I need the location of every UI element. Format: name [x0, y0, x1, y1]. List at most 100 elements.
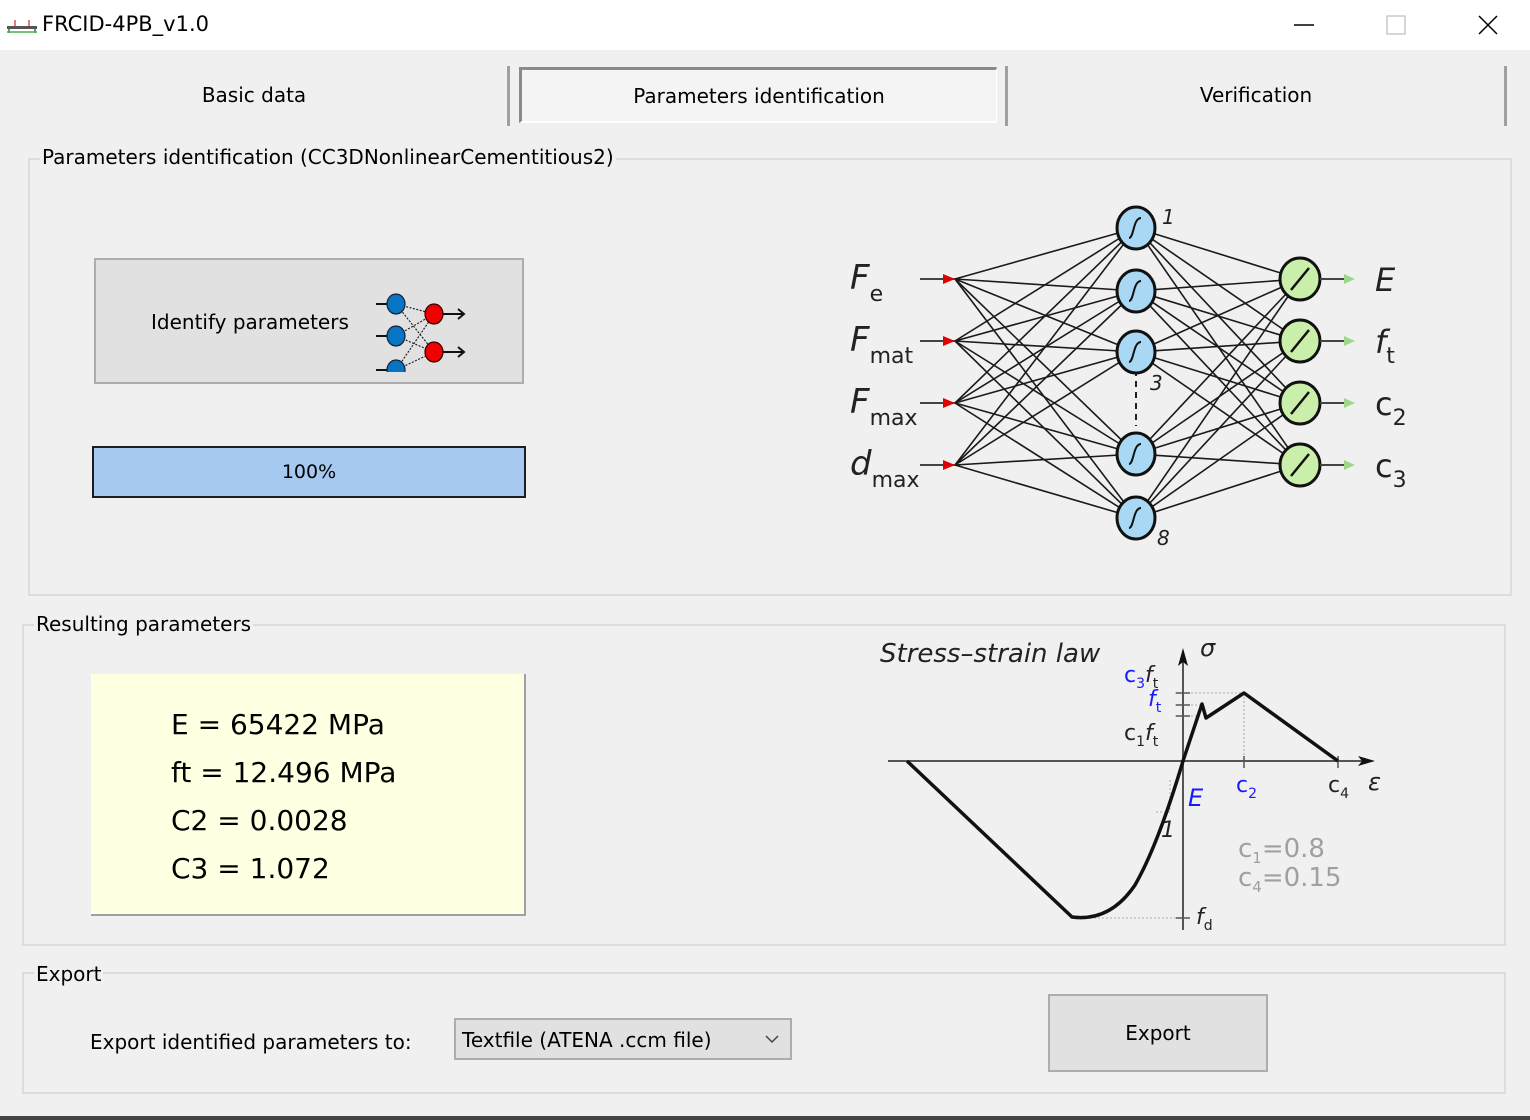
chevron-down-icon: [765, 1035, 779, 1044]
constant-c4: c4=0.15: [1238, 863, 1342, 896]
maximize-button[interactable]: [1350, 0, 1442, 50]
nn-edge: [1135, 227, 1301, 280]
nn-edge: [1135, 278, 1301, 353]
output-arrow-icon: [1344, 460, 1355, 470]
app-icon: [7, 20, 37, 33]
window-title: FRCID-4PB_v1.0: [42, 12, 209, 36]
sigmoid-icon: [1128, 341, 1142, 363]
nn-edge: [1135, 402, 1301, 519]
nn-edge: [954, 227, 1137, 342]
neural-network-icon: [376, 293, 466, 372]
title-bar: FRCID-4PB_v1.0: [0, 0, 1530, 50]
hidden-neuron: [1115, 329, 1157, 375]
input-arrow-icon: [943, 336, 955, 346]
result-c3: C3 = 1.072: [171, 852, 330, 885]
nn-edge: [1135, 351, 1301, 466]
input-arrow-icon: [943, 398, 955, 408]
result-c2: C2 = 0.0028: [171, 804, 348, 837]
output-label: c3: [1375, 447, 1407, 493]
output-arrow-icon: [1344, 274, 1355, 284]
export-group: [22, 972, 1506, 1094]
stress-strain-diagram: Stress–strain law σ ε c3ft ft c1ft E 1 c…: [880, 634, 1381, 934]
tab-verification[interactable]: Verification: [1199, 83, 1313, 107]
input-label: Fmax: [850, 382, 918, 431]
nn-edge: [1135, 453, 1301, 466]
hidden-neuron-label: 1: [1162, 205, 1175, 229]
export-format-select[interactable]: Textfile (ATENA .ccm file): [454, 1018, 792, 1060]
stress-strain-curve: [905, 691, 1340, 920]
export-format-value: Textfile (ATENA .ccm file): [462, 1028, 712, 1052]
linear-icon: [1290, 267, 1310, 291]
label-c4: c4: [1328, 773, 1349, 802]
close-button[interactable]: [1442, 0, 1530, 50]
input-arrow-icon: [943, 460, 955, 470]
sigmoid-icon: [1128, 507, 1142, 529]
progress-fill: [94, 448, 524, 496]
output-arrow-icon: [1344, 336, 1355, 346]
label-one: 1: [1161, 818, 1175, 843]
sigmoid-icon: [1128, 443, 1142, 465]
linear-icon: [1290, 391, 1310, 415]
label-c3ft: c3ft: [1124, 663, 1159, 692]
linear-icon: [1290, 453, 1310, 477]
result-ft: ft = 12.496 MPa: [171, 756, 397, 789]
linear-icon: [1290, 329, 1310, 353]
identification-group-title: Parameters identification (CC3DNonlinear…: [40, 145, 616, 169]
nn-edge: [954, 351, 1137, 466]
sigma-label: σ: [1200, 634, 1216, 662]
nn-edge: [954, 227, 1137, 404]
progress-bar: 100%: [92, 446, 526, 498]
label-c1ft: c1ft: [1124, 721, 1159, 750]
nn-edge: [954, 402, 1137, 519]
nn-edge: [1135, 278, 1301, 292]
input-label: Fmat: [850, 320, 913, 369]
nn-edge: [954, 290, 1137, 466]
input-label: Fe: [850, 258, 883, 307]
hidden-neuron-label: 8: [1157, 526, 1170, 550]
diagram-title: Stress–strain law: [880, 639, 1101, 669]
nn-edge: [954, 340, 1137, 455]
sigmoid-icon: [1128, 217, 1142, 239]
hidden-neuron-label: 3: [1150, 371, 1163, 395]
label-E: E: [1188, 784, 1204, 812]
y-axis-arrow-icon: [1178, 648, 1188, 666]
results-box: E = 65422 MPa ft = 12.496 MPa C2 = 0.002…: [91, 674, 526, 916]
tab-separator: [1005, 66, 1008, 126]
result-e: E = 65422 MPa: [171, 708, 385, 741]
constant-c1: c1=0.8: [1238, 834, 1325, 867]
hidden-neuron: [1115, 495, 1157, 541]
export-label: Export identified parameters to:: [90, 1030, 412, 1054]
nn-edge: [954, 278, 1137, 519]
nn-edge: [1135, 464, 1301, 519]
nn-edge: [1135, 278, 1301, 519]
sigmoid-icon: [1128, 280, 1142, 302]
export-button[interactable]: Export: [1048, 994, 1268, 1072]
label-fd: fd: [1196, 905, 1213, 934]
tab-basic-data[interactable]: Basic data: [201, 83, 307, 107]
maximize-icon: [1386, 15, 1406, 35]
hidden-neuron: [1115, 205, 1157, 251]
nn-edge: [1135, 340, 1301, 519]
nn-edge: [954, 464, 1137, 519]
taskbar-edge: [0, 1116, 1530, 1120]
nn-edge: [1135, 351, 1301, 404]
progress-text: 100%: [281, 461, 337, 483]
input-label: dmax: [850, 444, 920, 493]
x-axis-arrow-icon: [1358, 756, 1375, 766]
label-c2: c2: [1236, 773, 1257, 802]
nn-edge: [954, 227, 1137, 466]
nn-edge: [954, 227, 1137, 280]
nn-edge: [954, 453, 1137, 466]
minimize-icon: [1294, 24, 1314, 26]
tab-separator: [1504, 66, 1507, 126]
epsilon-label: ε: [1368, 768, 1381, 796]
identify-parameters-button[interactable]: Identify parameters: [94, 258, 524, 384]
nn-edge: [954, 402, 1137, 455]
nn-edge: [954, 340, 1137, 519]
minimize-button[interactable]: [1258, 0, 1350, 50]
output-label: c2: [1375, 385, 1407, 431]
tab-parameters-identification[interactable]: Parameters identification: [519, 67, 997, 123]
results-group: [22, 624, 1506, 946]
nn-edge: [1135, 340, 1301, 353]
nn-edge: [954, 278, 1137, 455]
